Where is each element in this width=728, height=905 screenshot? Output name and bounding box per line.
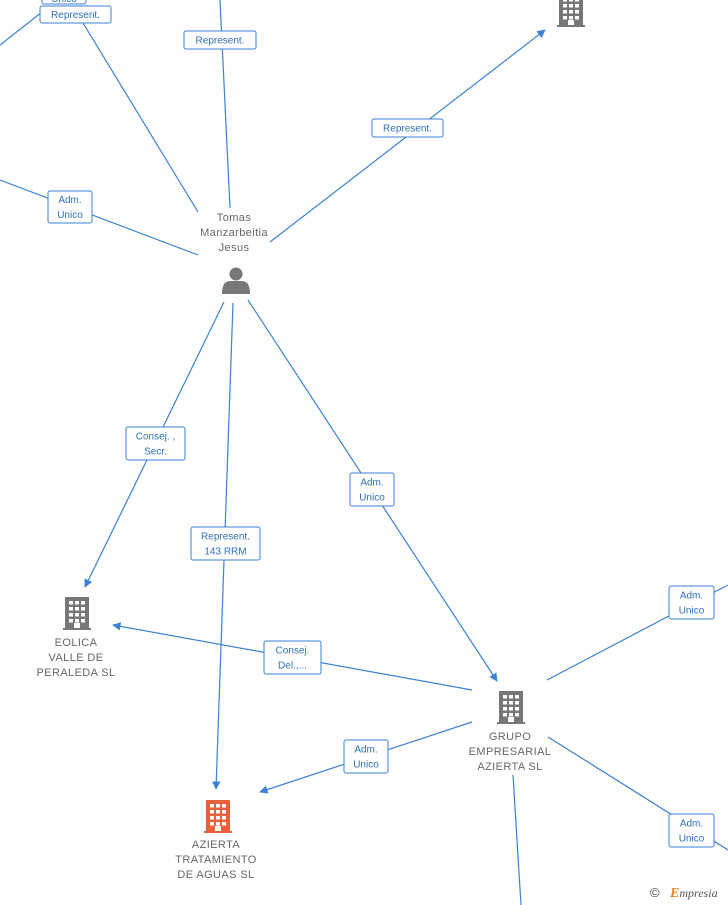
edge-label-top-right[interactable]: Represent. bbox=[371, 118, 444, 138]
edge-label-text: Secr. bbox=[144, 447, 167, 458]
edge-label-text: Consej. bbox=[276, 646, 310, 657]
edge-label-text: Adm. bbox=[680, 591, 703, 602]
edge-label-top-left[interactable]: Represent. bbox=[39, 5, 112, 24]
building-icon bbox=[497, 691, 525, 724]
node-label-line: VALLE DE bbox=[49, 652, 104, 664]
edge-label-text: Represent. bbox=[383, 124, 432, 135]
edge-label-box bbox=[39, 5, 112, 24]
edge-label-text: Consej. , bbox=[136, 432, 175, 443]
edge-label-text: Adm. bbox=[360, 478, 383, 489]
node-label-line: PERALEDA SL bbox=[37, 667, 116, 679]
empresia-logo[interactable]: Empresia bbox=[670, 886, 718, 901]
edge-label-text: Unico bbox=[353, 760, 379, 771]
node-label-line: Tomas bbox=[217, 212, 251, 224]
edge-label-box bbox=[343, 739, 389, 774]
person-icon bbox=[222, 267, 250, 294]
edge-tomas-top-left bbox=[79, 17, 199, 213]
edge-label-box bbox=[668, 813, 715, 848]
edge-label-box bbox=[47, 190, 93, 224]
edge-label-text: Represent. bbox=[196, 36, 245, 47]
edge-label-box bbox=[125, 426, 186, 461]
edge-label-text: 143 RRM bbox=[204, 547, 246, 558]
edge-labels: Represent.Represent.Represent.Adm.UnicoC… bbox=[39, 5, 715, 848]
edge-label-grupo-eolica[interactable]: Consej. Del.,... bbox=[263, 640, 322, 675]
edge-label-box bbox=[371, 118, 444, 138]
edge-label-text: Unico bbox=[57, 210, 83, 221]
edge-label-grupo-right-top[interactable]: Adm. Unico bbox=[668, 585, 715, 620]
building-icon bbox=[63, 597, 91, 630]
node-label-line: Jesus bbox=[219, 242, 250, 254]
edge-label-text: Adm. bbox=[58, 195, 81, 206]
building-icon bbox=[557, 0, 585, 27]
edge-label-box bbox=[190, 526, 261, 561]
node-top-company[interactable] bbox=[557, 0, 585, 27]
edge-label-grupo-azierta[interactable]: Adm. Unico bbox=[343, 739, 389, 774]
edge-label-top-center[interactable]: Represent. bbox=[183, 30, 257, 50]
node-azierta[interactable]: AZIERTA TRATAMIENTO DE AGUAS SL bbox=[175, 800, 256, 881]
edge-label-consej-secr[interactable]: Consej. , Secr. bbox=[125, 426, 186, 461]
node-label-line: DE AGUAS SL bbox=[177, 869, 254, 881]
edge-label-box bbox=[668, 585, 715, 620]
node-label-line: TRATAMIENTO bbox=[175, 854, 256, 866]
node-label-line: GRUPO bbox=[489, 731, 531, 743]
edge-tomas-left bbox=[0, 179, 199, 256]
node-grupo[interactable]: GRUPO EMPRESARIAL AZIERTA SL bbox=[469, 691, 552, 773]
edge-grupo-bottom bbox=[512, 774, 522, 905]
edge-label-partial-top-text: Unico bbox=[51, 0, 77, 5]
edge-label-text: Unico bbox=[359, 493, 385, 504]
node-label-line: Manzarbeitia bbox=[200, 227, 268, 239]
building-icon bbox=[204, 800, 232, 833]
edge-label-text: Del.,... bbox=[278, 661, 307, 672]
edge-label-text: Unico bbox=[679, 606, 705, 617]
edge-label-grupo-right-bottom[interactable]: Adm. Unico bbox=[668, 813, 715, 848]
edge-label-box bbox=[183, 30, 257, 50]
node-label-line: EMPRESARIAL bbox=[469, 746, 552, 758]
edge-label-partial-top: Unico bbox=[41, 0, 87, 5]
edge-top-left-upper bbox=[0, 11, 43, 46]
edge-label-text: Adm. bbox=[680, 819, 703, 830]
edge-label-represent-rrm[interactable]: Represent. 143 RRM bbox=[190, 526, 261, 561]
edge-label-text: Represent. bbox=[201, 532, 250, 543]
node-label-line: EOLICA bbox=[55, 637, 98, 649]
edge-label-text: Adm. bbox=[354, 745, 377, 756]
edge-label-tomas-grupo[interactable]: Adm. Unico bbox=[349, 472, 395, 507]
node-eolica[interactable]: EOLICA VALLE DE PERALEDA SL bbox=[37, 597, 116, 679]
edge-label-box bbox=[263, 640, 322, 675]
copyright-symbol: © bbox=[650, 885, 660, 900]
node-label-line: AZIERTA bbox=[192, 839, 240, 851]
edge-label-text: Represent. bbox=[51, 10, 100, 21]
node-label-line: AZIERTA SL bbox=[477, 761, 542, 773]
edge-label-box bbox=[349, 472, 395, 507]
edge-label-text: Unico bbox=[679, 834, 705, 845]
edge-label-left-adm[interactable]: Adm. Unico bbox=[47, 190, 93, 224]
